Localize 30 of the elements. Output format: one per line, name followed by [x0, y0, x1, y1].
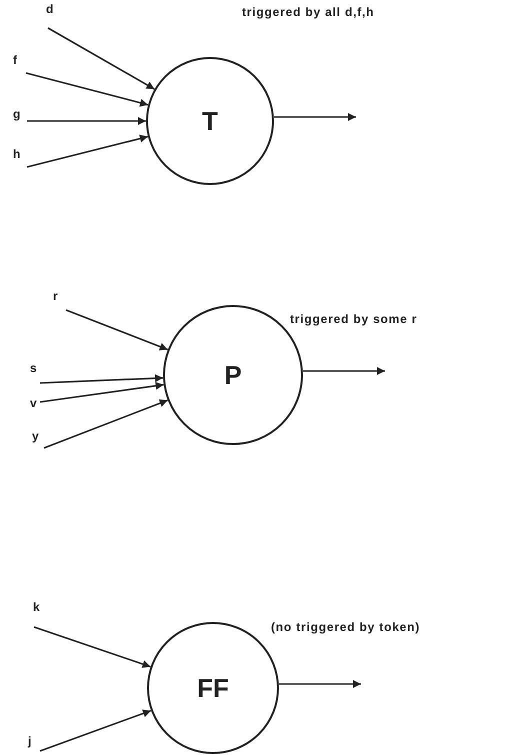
- arrow: [40, 710, 152, 752]
- arrow: [27, 117, 146, 125]
- input-label: d: [46, 3, 54, 15]
- arrow: [40, 382, 164, 403]
- arrow: [274, 113, 356, 121]
- input-label: h: [13, 148, 20, 160]
- arrow: [26, 134, 148, 168]
- trigger-note: (no triggered by token): [271, 620, 420, 634]
- place-circle: [146, 57, 274, 185]
- place-label: FF: [197, 672, 229, 704]
- input-label: r: [53, 290, 58, 302]
- input-label: g: [13, 108, 20, 120]
- input-label: j: [28, 735, 32, 747]
- input-label: v: [30, 397, 37, 409]
- trigger-note: triggered by all d,f,h: [242, 5, 374, 19]
- arrow: [44, 399, 168, 449]
- arrow: [279, 680, 361, 688]
- arrow: [303, 367, 385, 375]
- arrow: [34, 626, 151, 668]
- input-label: s: [30, 362, 37, 374]
- place-label: T: [202, 106, 218, 136]
- input-label: f: [13, 54, 17, 66]
- trigger-note: triggered by some r: [290, 312, 418, 326]
- arrow: [66, 309, 168, 350]
- place-label: P: [224, 360, 242, 390]
- input-label: y: [32, 430, 39, 442]
- input-label: k: [33, 601, 40, 613]
- arrow: [26, 72, 148, 107]
- arrow: [40, 374, 164, 384]
- arrow: [48, 27, 155, 90]
